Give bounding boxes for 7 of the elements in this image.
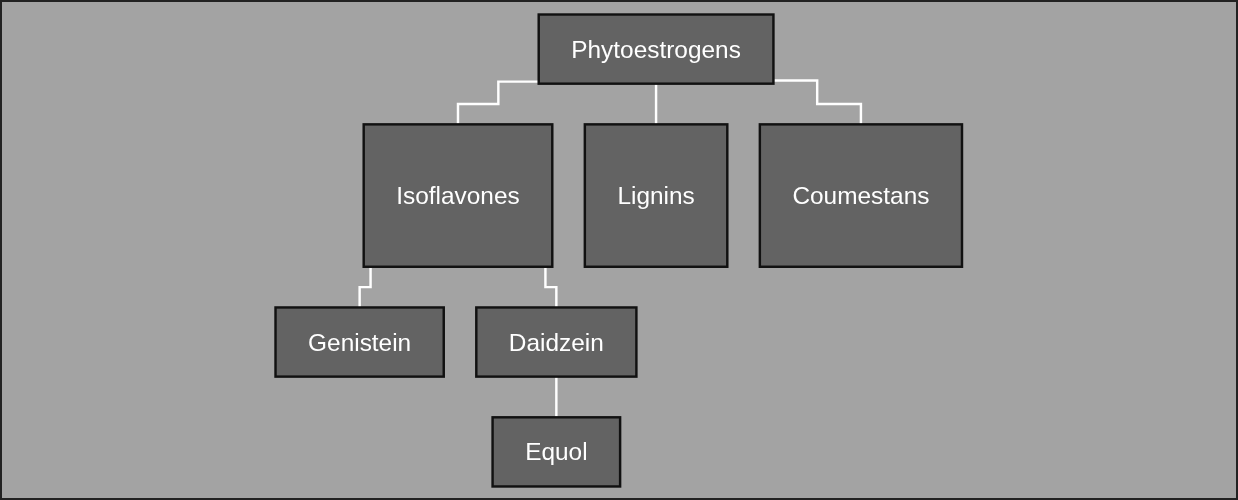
node-box: Phytoestrogens [537,12,775,85]
node-box: Genistein [274,305,446,378]
node-box: Coumestans [758,122,964,268]
node-box: Equol [491,415,622,488]
node-box: Lignins [583,122,729,268]
node-box: Isoflavones [362,122,554,268]
node-box: Daidzein [475,305,638,378]
